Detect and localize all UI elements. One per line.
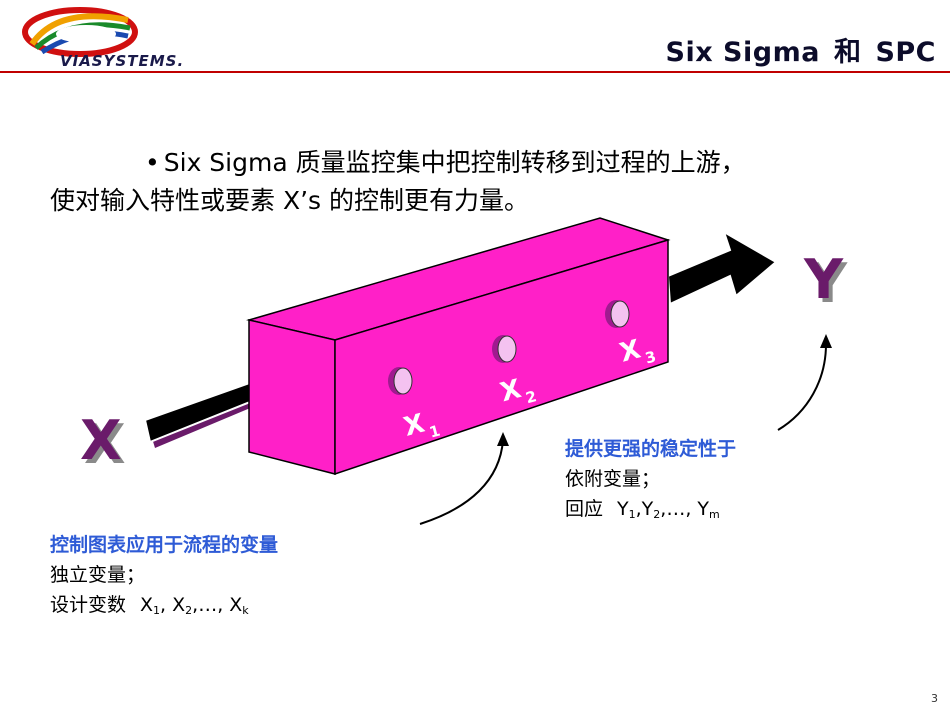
svg-text:Y: Y — [807, 252, 848, 315]
bullet-line-2: 使对输入特性或要素 X’s 的控制更有力量。 — [50, 186, 529, 215]
pointer-arrow-output — [777, 334, 832, 431]
brand-wordmark: VIASYSTEMS. — [60, 52, 185, 70]
bullet-line-1: •Six Sigma 质量监控集中把控制转移到过程的上游， — [50, 144, 930, 182]
slide-title: Six Sigma 和 SPC — [666, 30, 936, 69]
factor-hole-3 — [605, 300, 630, 328]
output-caption-heading: 提供更强的稳定性于 — [565, 438, 737, 460]
output-y-label: Y Y — [803, 248, 848, 315]
bullet-dot-icon: • — [145, 148, 160, 177]
output-caption-line1: 依附变量； — [565, 468, 661, 490]
bullet-line-1-text: Six Sigma 质量监控集中把控制转移到过程的上游， — [163, 148, 746, 177]
page-number: 3 — [931, 692, 938, 705]
factor-hole-1 — [388, 367, 413, 395]
svg-text:3: 3 — [643, 347, 658, 367]
svg-text:2: 2 — [524, 387, 539, 407]
svg-text:X: X — [80, 409, 122, 472]
svg-text:X: X — [84, 413, 126, 476]
title-six-sigma: Six Sigma — [665, 37, 820, 68]
output-arrow — [666, 229, 778, 306]
header-rule — [0, 71, 950, 73]
title-spc: SPC — [875, 37, 936, 68]
input-caption-line1: 独立变量； — [50, 564, 146, 586]
pointer-arrow-input — [419, 432, 509, 525]
title-and: 和 — [833, 37, 862, 68]
factor-hole-2 — [492, 335, 517, 363]
bullet-paragraph: •Six Sigma 质量监控集中把控制转移到过程的上游， 使对输入特性或要素 … — [50, 144, 930, 220]
input-x-label: X X — [80, 409, 126, 476]
svg-text:1: 1 — [427, 422, 442, 442]
input-caption-heading: 控制图表应用于流程的变量 — [50, 534, 279, 556]
svg-text:Y: Y — [803, 248, 844, 311]
viasystems-logo — [22, 7, 138, 57]
